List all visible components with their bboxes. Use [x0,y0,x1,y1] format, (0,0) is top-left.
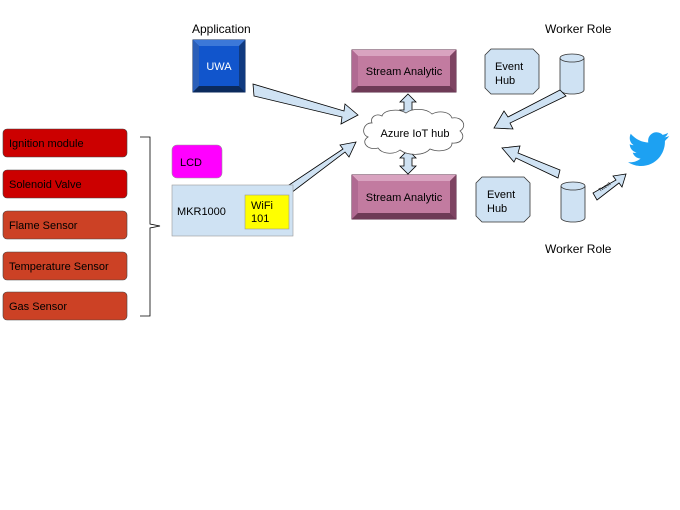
event-hub-top-line2: Hub [495,75,515,87]
stream-analytic-top-label: Stream Analytic [366,66,443,78]
worker-role-top-title: Worker Role [545,22,612,36]
lcd-label: LCD [180,157,202,169]
sensor-item: Flame Sensor [2,210,128,240]
sensor-item: Temperature Sensor [2,251,128,281]
event-hub-top-line1: Event [495,61,523,73]
wifi-label-line2: 101 [251,213,269,225]
iot-hub-label: Azure IoT hub [381,128,450,140]
worker-top-to-iot-arrow [493,89,567,130]
mkr1000-label: MKR1000 [177,206,226,218]
wifi-label-line1: WiFi [251,200,273,212]
tweet-arrow: Tweet [592,173,627,201]
sensor-box [2,291,128,321]
stream-analytic-top: Stream Analytic [351,49,457,93]
sensor-box [2,169,128,199]
mkr1000-board: MKR1000 WiFi 101 [171,184,294,237]
event-hub-bottom: Event Hub [475,176,531,223]
worker-role-bottom-title: Worker Role [545,242,612,256]
uwa-label: UWA [206,61,232,73]
iot-to-stream-bottom-arrow [399,149,417,175]
sensor-box [2,251,128,281]
event-hub-bottom-line1: Event [487,189,515,201]
uwa-app-box: UWA [192,39,246,93]
sensor-label: Ignition module [9,138,84,150]
sensor-box [2,210,128,240]
sensor-item: Ignition module [2,128,128,158]
stream-analytic-bottom-label: Stream Analytic [366,192,443,204]
sensor-label: Temperature Sensor [9,261,109,273]
sensor-item: Gas Sensor [2,291,128,321]
sensor-bracket [140,136,161,317]
sensor-label: Flame Sensor [9,220,78,232]
wifi-to-iot-arrow [282,141,357,197]
sensor-label: Gas Sensor [9,301,67,313]
worker-role-top-cylinder [559,53,585,95]
event-hub-top: Event Hub [484,48,540,95]
sensor-box [2,128,128,158]
application-title: Application [192,22,251,36]
sensor-item: Solenoid Valve [2,169,128,199]
worker-bottom-to-iot-arrow [501,145,561,179]
wifi-module [244,194,290,230]
sensor-label: Solenoid Valve [9,179,82,191]
azure-iot-hub-cloud: Azure IoT hub [363,108,465,155]
twitter-bird-icon [628,132,670,166]
uwa-to-iot-arrow [252,83,359,125]
event-hub-bottom-line2: Hub [487,203,507,215]
stream-analytic-bottom: Stream Analytic [351,174,457,220]
lcd-box: LCD [171,144,223,179]
worker-role-bottom-cylinder [560,181,586,223]
